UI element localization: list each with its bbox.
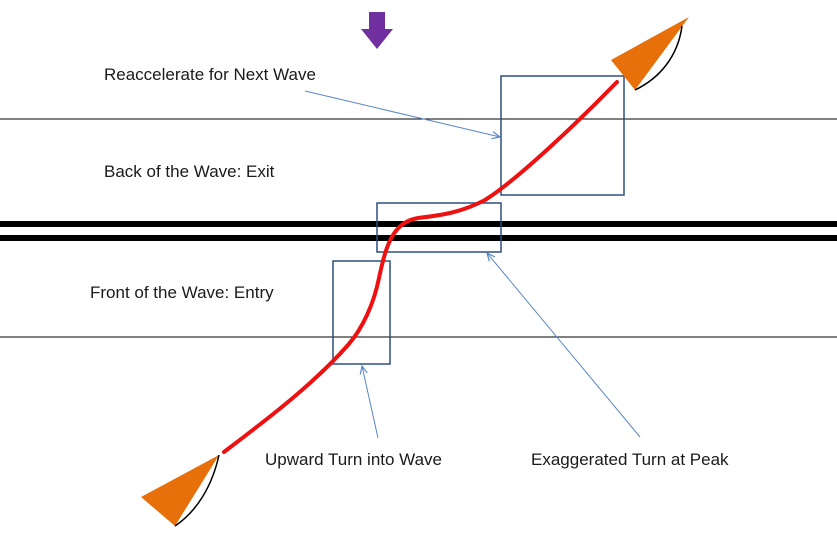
boat-bow-icon-start: [141, 454, 220, 527]
upward-turn-callout: [362, 366, 379, 439]
back-of-wave-label: Back of the Wave: Exit: [104, 162, 275, 181]
front-of-wave-label: Front of the Wave: Entry: [90, 283, 274, 302]
exaggerated-turn-label: Exaggerated Turn at Peak: [531, 450, 729, 469]
reaccelerate-label: Reaccelerate for Next Wave: [104, 65, 316, 84]
exaggerated-turn-callout: [487, 253, 641, 438]
entry-turn-box: [332, 260, 391, 365]
down-arrow-icon: [361, 12, 393, 49]
reaccelerate-callout: [304, 90, 500, 137]
boat-path: [222, 80, 619, 454]
upward-turn-label: Upward Turn into Wave: [265, 450, 442, 469]
boat-bow-icon-end: [611, 17, 689, 91]
peak-turn-box: [376, 202, 502, 253]
